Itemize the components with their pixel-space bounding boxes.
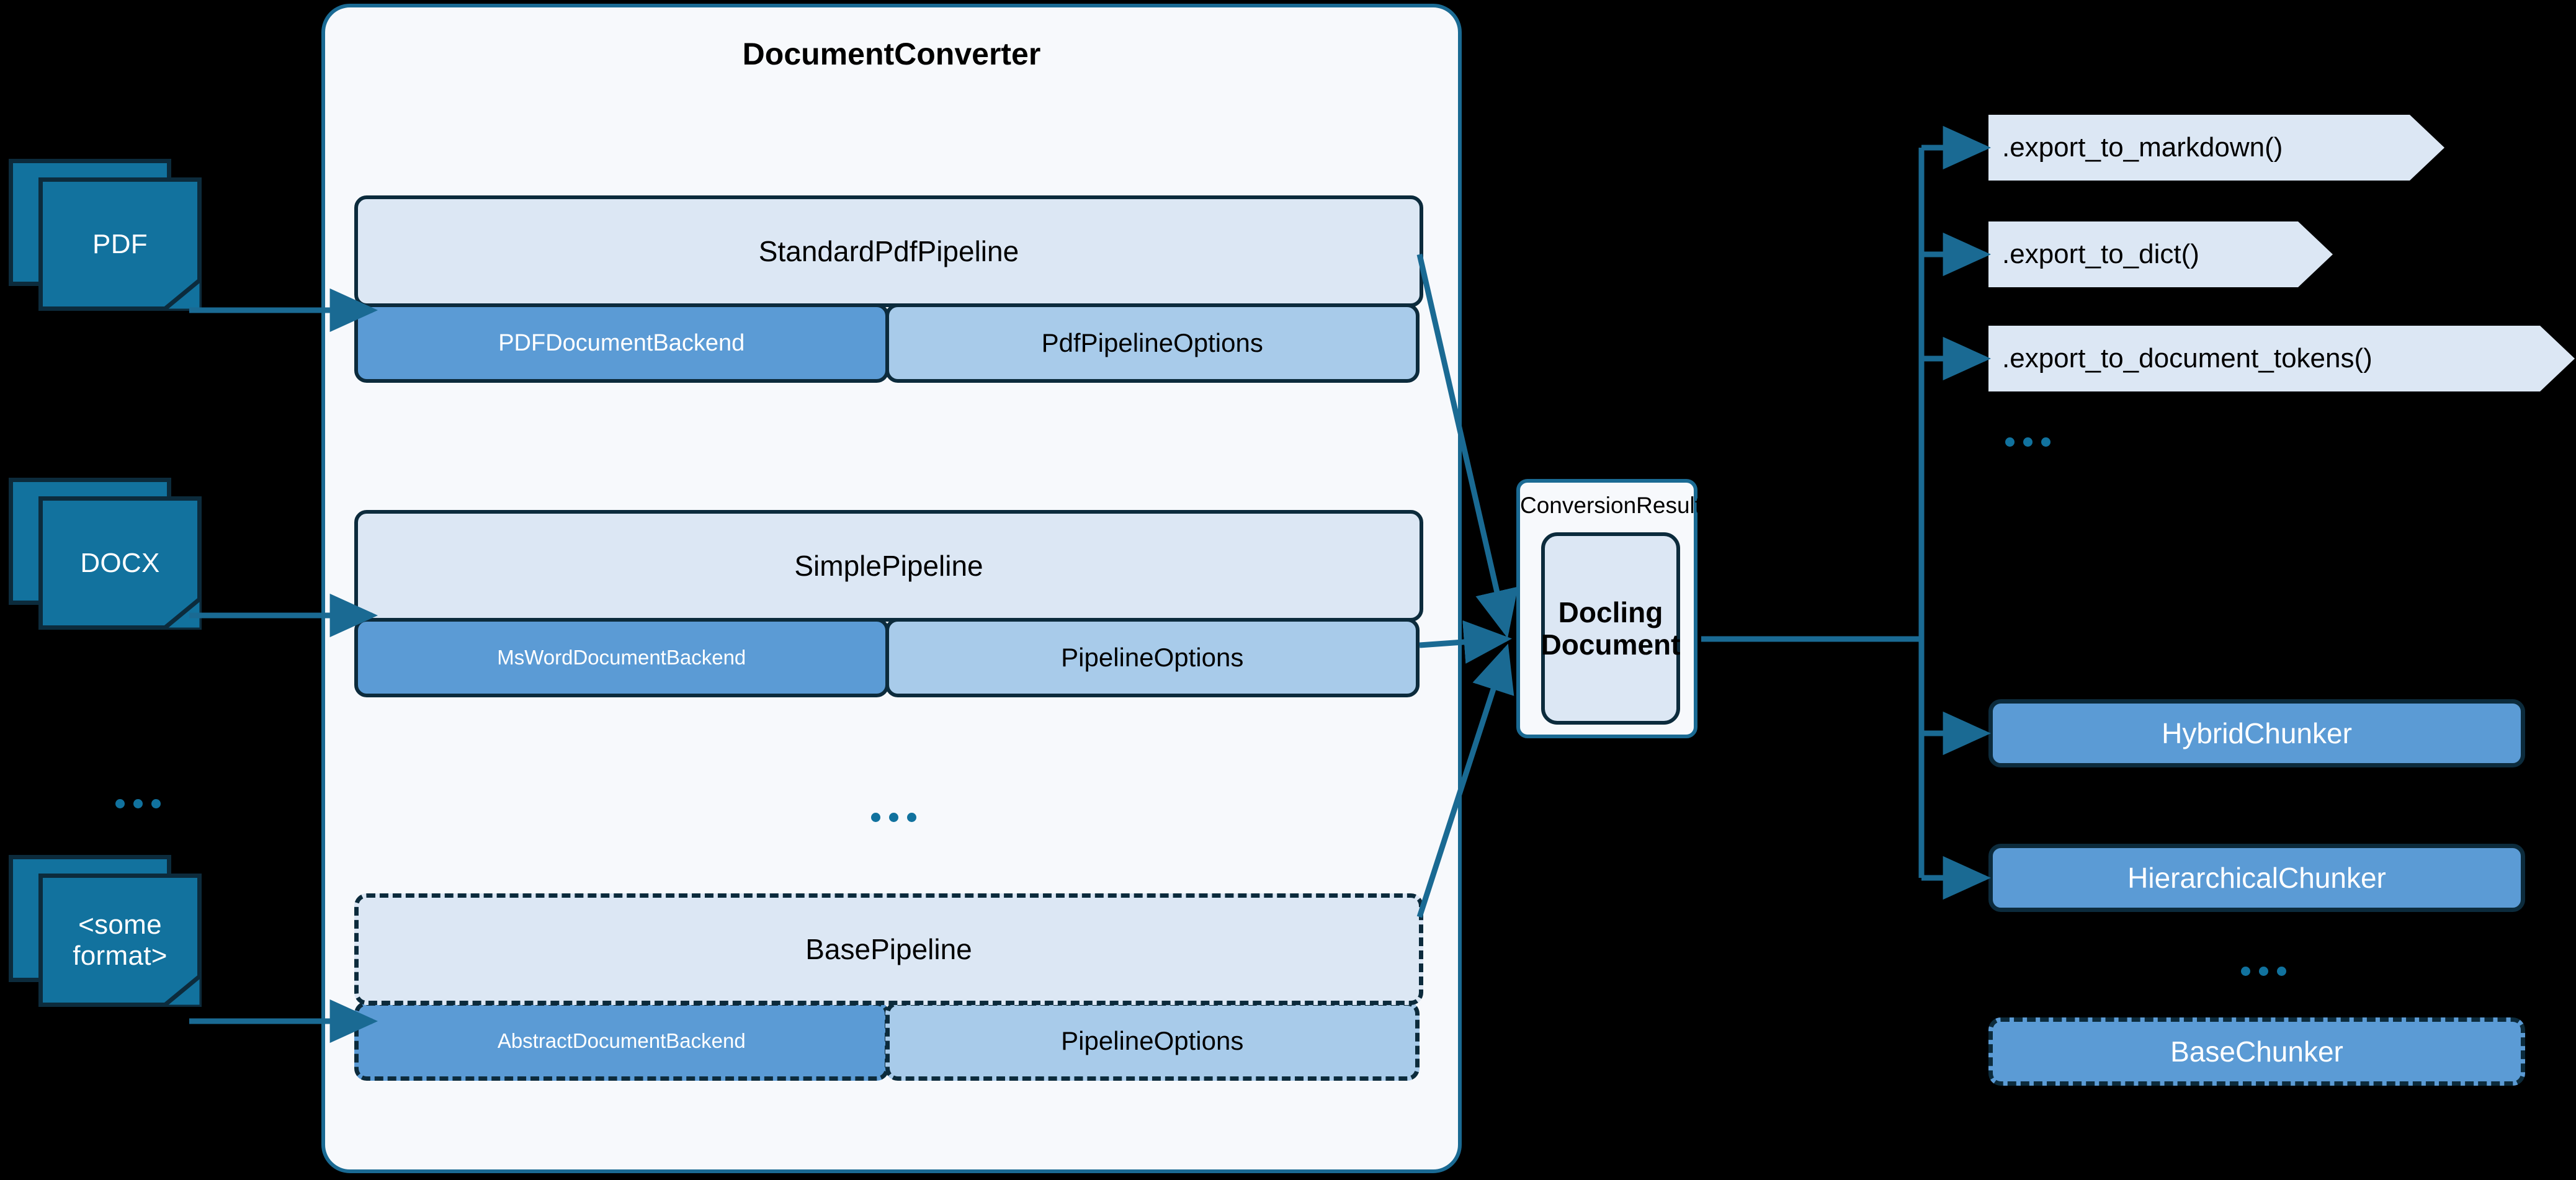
pipeline-name: BasePipeline (354, 893, 1423, 1005)
pipeline-ellipsis (871, 813, 916, 822)
document-front-sheet: PDF (38, 177, 202, 311)
input-label: <some format> (73, 910, 168, 971)
pipeline-backend[interactable]: AbstractDocumentBackend (354, 1001, 889, 1081)
input-label: PDF (92, 228, 148, 259)
chunker-hybrid[interactable]: HybridChunker (1988, 699, 2525, 767)
conversion-result-title: ConversionResult (1520, 493, 1702, 518)
pipeline-group-simple[interactable]: SimplePipeline MsWordDocumentBackend Pip… (354, 510, 1423, 697)
document-converter-container: DocumentConverter StandardPdfPipeline PD… (321, 4, 1462, 1173)
pipeline-options[interactable]: PdfPipelineOptions (885, 303, 1420, 383)
document-front-sheet: DOCX (38, 496, 202, 630)
input-ellipsis (115, 799, 161, 808)
exports-ellipsis (2005, 437, 2051, 447)
export-label: .export_to_document_tokens() (2002, 343, 2373, 373)
pipeline-members-row: MsWordDocumentBackend PipelineOptions (354, 618, 1423, 697)
conversion-result-container: ConversionResult Docling Document (1516, 479, 1702, 738)
input-label: DOCX (80, 547, 160, 578)
pipeline-name: SimplePipeline (354, 510, 1423, 622)
pipeline-options[interactable]: PipelineOptions (885, 618, 1420, 697)
export-arrow-dict[interactable]: .export_to_dict() (1988, 221, 2333, 287)
pipeline-group-standard-pdf[interactable]: StandardPdfPipeline PDFDocumentBackend P… (354, 195, 1423, 383)
chunker-label: HierarchicalChunker (2127, 862, 2386, 894)
document-converter-title: DocumentConverter (742, 37, 1041, 71)
page-fold-icon (159, 972, 202, 1007)
pipeline-name: StandardPdfPipeline (354, 195, 1423, 307)
pipeline-members-row: PDFDocumentBackend PdfPipelineOptions (354, 303, 1423, 383)
chunker-hierarchical[interactable]: HierarchicalChunker (1988, 844, 2525, 912)
pipeline-backend[interactable]: MsWordDocumentBackend (354, 618, 889, 697)
page-fold-icon (159, 275, 202, 311)
docling-document-node[interactable]: Docling Document (1541, 532, 1680, 725)
chunker-base[interactable]: BaseChunker (1988, 1017, 2525, 1086)
export-arrow-document-tokens[interactable]: .export_to_document_tokens() (1988, 326, 2575, 391)
chunker-label: BaseChunker (2170, 1035, 2343, 1068)
export-arrow-markdown[interactable]: .export_to_markdown() (1988, 115, 2444, 181)
document-front-sheet: <some format> (38, 874, 202, 1007)
pipeline-group-base[interactable]: BasePipeline AbstractDocumentBackend Pip… (354, 893, 1423, 1081)
export-label: .export_to_dict() (2002, 239, 2199, 269)
page-fold-icon (159, 594, 202, 630)
chunker-label: HybridChunker (2162, 717, 2352, 749)
chunkers-ellipsis (2241, 967, 2286, 976)
pipeline-members-row: AbstractDocumentBackend PipelineOptions (354, 1001, 1423, 1081)
pipeline-options[interactable]: PipelineOptions (885, 1001, 1420, 1081)
export-label: .export_to_markdown() (2002, 132, 2283, 163)
pipeline-backend[interactable]: PDFDocumentBackend (354, 303, 889, 383)
